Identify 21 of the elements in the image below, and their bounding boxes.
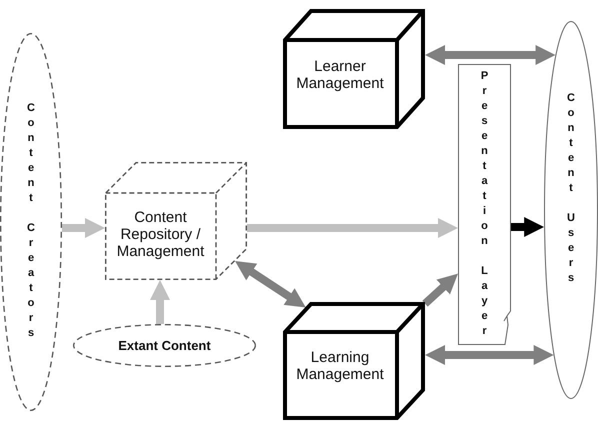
- dashed-cube: [105, 162, 247, 280]
- double-arrow: [425, 345, 554, 365]
- ellipse: [544, 21, 598, 399]
- arrow: [247, 218, 458, 238]
- arrow: [511, 217, 544, 237]
- cube: [283, 302, 425, 420]
- vertical-label: Presentation Layer: [478, 70, 490, 340]
- arrow: [150, 280, 170, 324]
- node-label: Content Repository / Management: [116, 209, 206, 260]
- node-label: Extant Content: [118, 337, 211, 354]
- node-label: Learning Management: [295, 349, 385, 383]
- document-shape: [458, 64, 511, 345]
- double-arrow: [425, 45, 556, 65]
- vertical-label: Content Users: [565, 92, 577, 286]
- dashed-ellipse: [73, 324, 256, 367]
- arrow: [422, 270, 461, 307]
- cube: [283, 9, 425, 129]
- arrow: [62, 218, 105, 238]
- vertical-label: Content Creators: [25, 102, 37, 342]
- dashed-ellipse: [0, 33, 62, 411]
- node-label: Learner Management: [295, 58, 385, 92]
